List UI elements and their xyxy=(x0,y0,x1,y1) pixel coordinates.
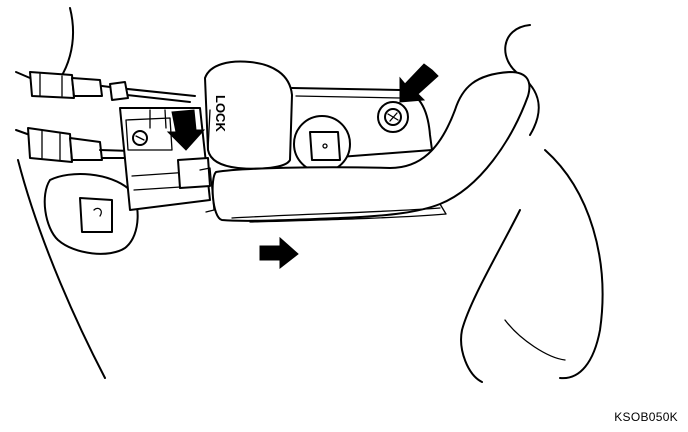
inner-panel xyxy=(43,173,139,255)
pull-arrow-icon xyxy=(259,236,299,270)
latch-mechanism xyxy=(119,107,215,213)
figure-code: KSOB050K xyxy=(614,410,678,424)
lock-label: LOCK xyxy=(213,95,228,132)
door-handle-lever xyxy=(211,71,531,223)
door-trim-outline xyxy=(17,7,604,383)
handle-housing xyxy=(291,87,433,173)
upper-rod-assembly xyxy=(15,71,196,103)
mounting-screw xyxy=(377,101,409,133)
lock-tab-arrow-icon xyxy=(166,109,206,151)
screw-arrow-icon xyxy=(399,63,439,103)
lock-knob: LOCK xyxy=(204,60,293,170)
